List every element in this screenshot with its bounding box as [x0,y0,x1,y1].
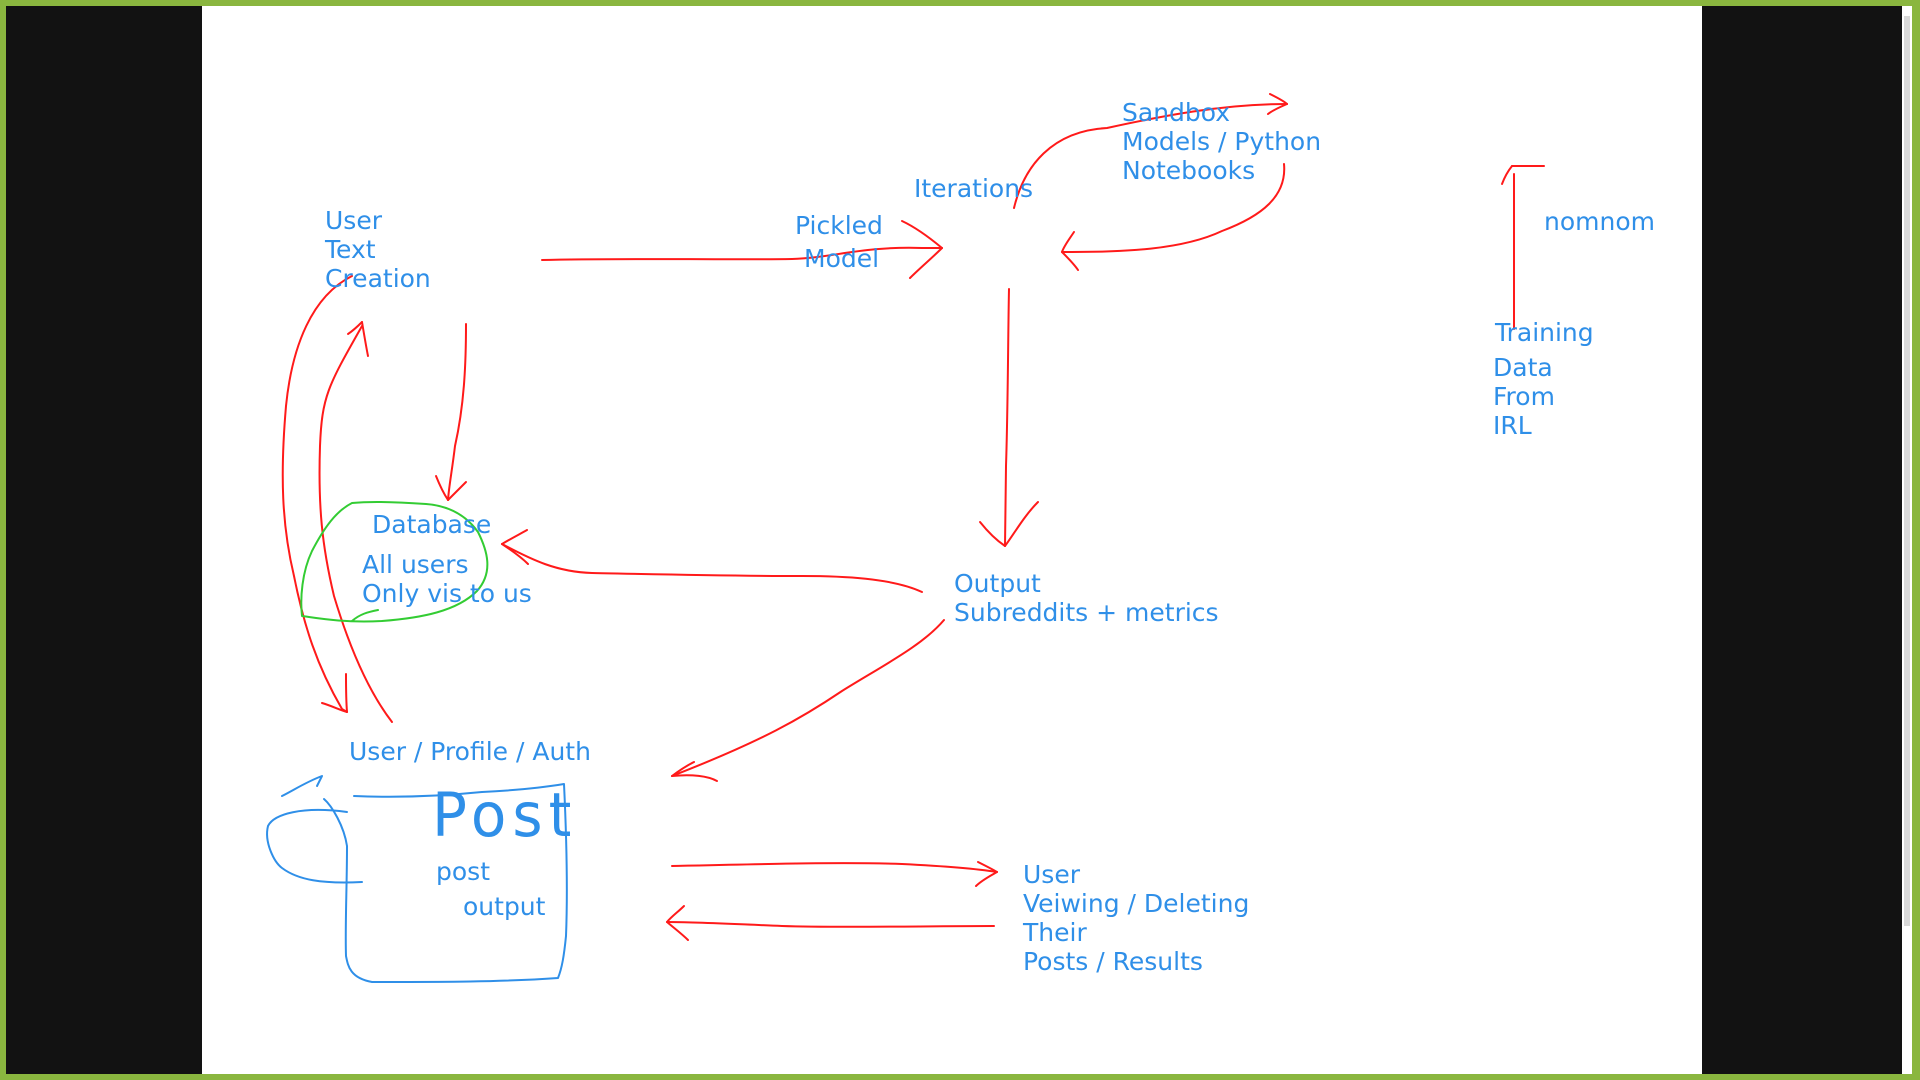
label-post-sub: post output [436,857,546,921]
whiteboard-canvas[interactable]: User Text Creation Pickled Model Sandbox… [202,6,1702,1074]
label-iterations: Iterations [914,174,1034,203]
arrow-text-to-database [435,323,467,501]
label-nomnom: nomnom [1544,207,1655,236]
vertical-scrollbar[interactable] [1902,6,1912,1074]
arrow-output-to-post [671,619,945,782]
arrow-post-to-viewing [671,861,998,887]
label-sandbox: Sandbox Models / Python Notebooks [1122,98,1322,185]
label-training-data: Training Data From IRL [1493,318,1594,440]
database-outline [300,500,489,623]
arrow-model-to-output [979,288,1039,547]
arrow-viewing-to-post [666,905,995,941]
label-user-profile-auth: User / Profile / Auth [349,737,591,766]
scrollbar-thumb[interactable] [1904,16,1910,926]
arrow-output-to-database [501,529,923,593]
label-database: Database [372,510,492,539]
label-database-note: All users Only vis to us [362,550,532,608]
arrow-sandbox-to-model [1061,163,1286,271]
diagram-strokes [266,93,1545,983]
label-user-text-creation: User Text Creation [325,206,431,293]
label-user-viewing: User Veiwing / Deleting Their Posts / Re… [1023,860,1250,976]
arrow-text-to-auth-loop [281,275,353,713]
arrow-text-to-model [541,220,943,279]
label-output: Output Subreddits + metrics [954,569,1219,627]
label-post-title: Post [432,779,578,851]
arrow-model-to-sandbox [1013,93,1288,209]
post-outline [266,775,568,983]
label-pickled-model: Pickled Model [795,211,883,273]
arrow-auth-to-text-loop [318,321,393,723]
arrow-training-to-sandbox [1501,165,1545,330]
